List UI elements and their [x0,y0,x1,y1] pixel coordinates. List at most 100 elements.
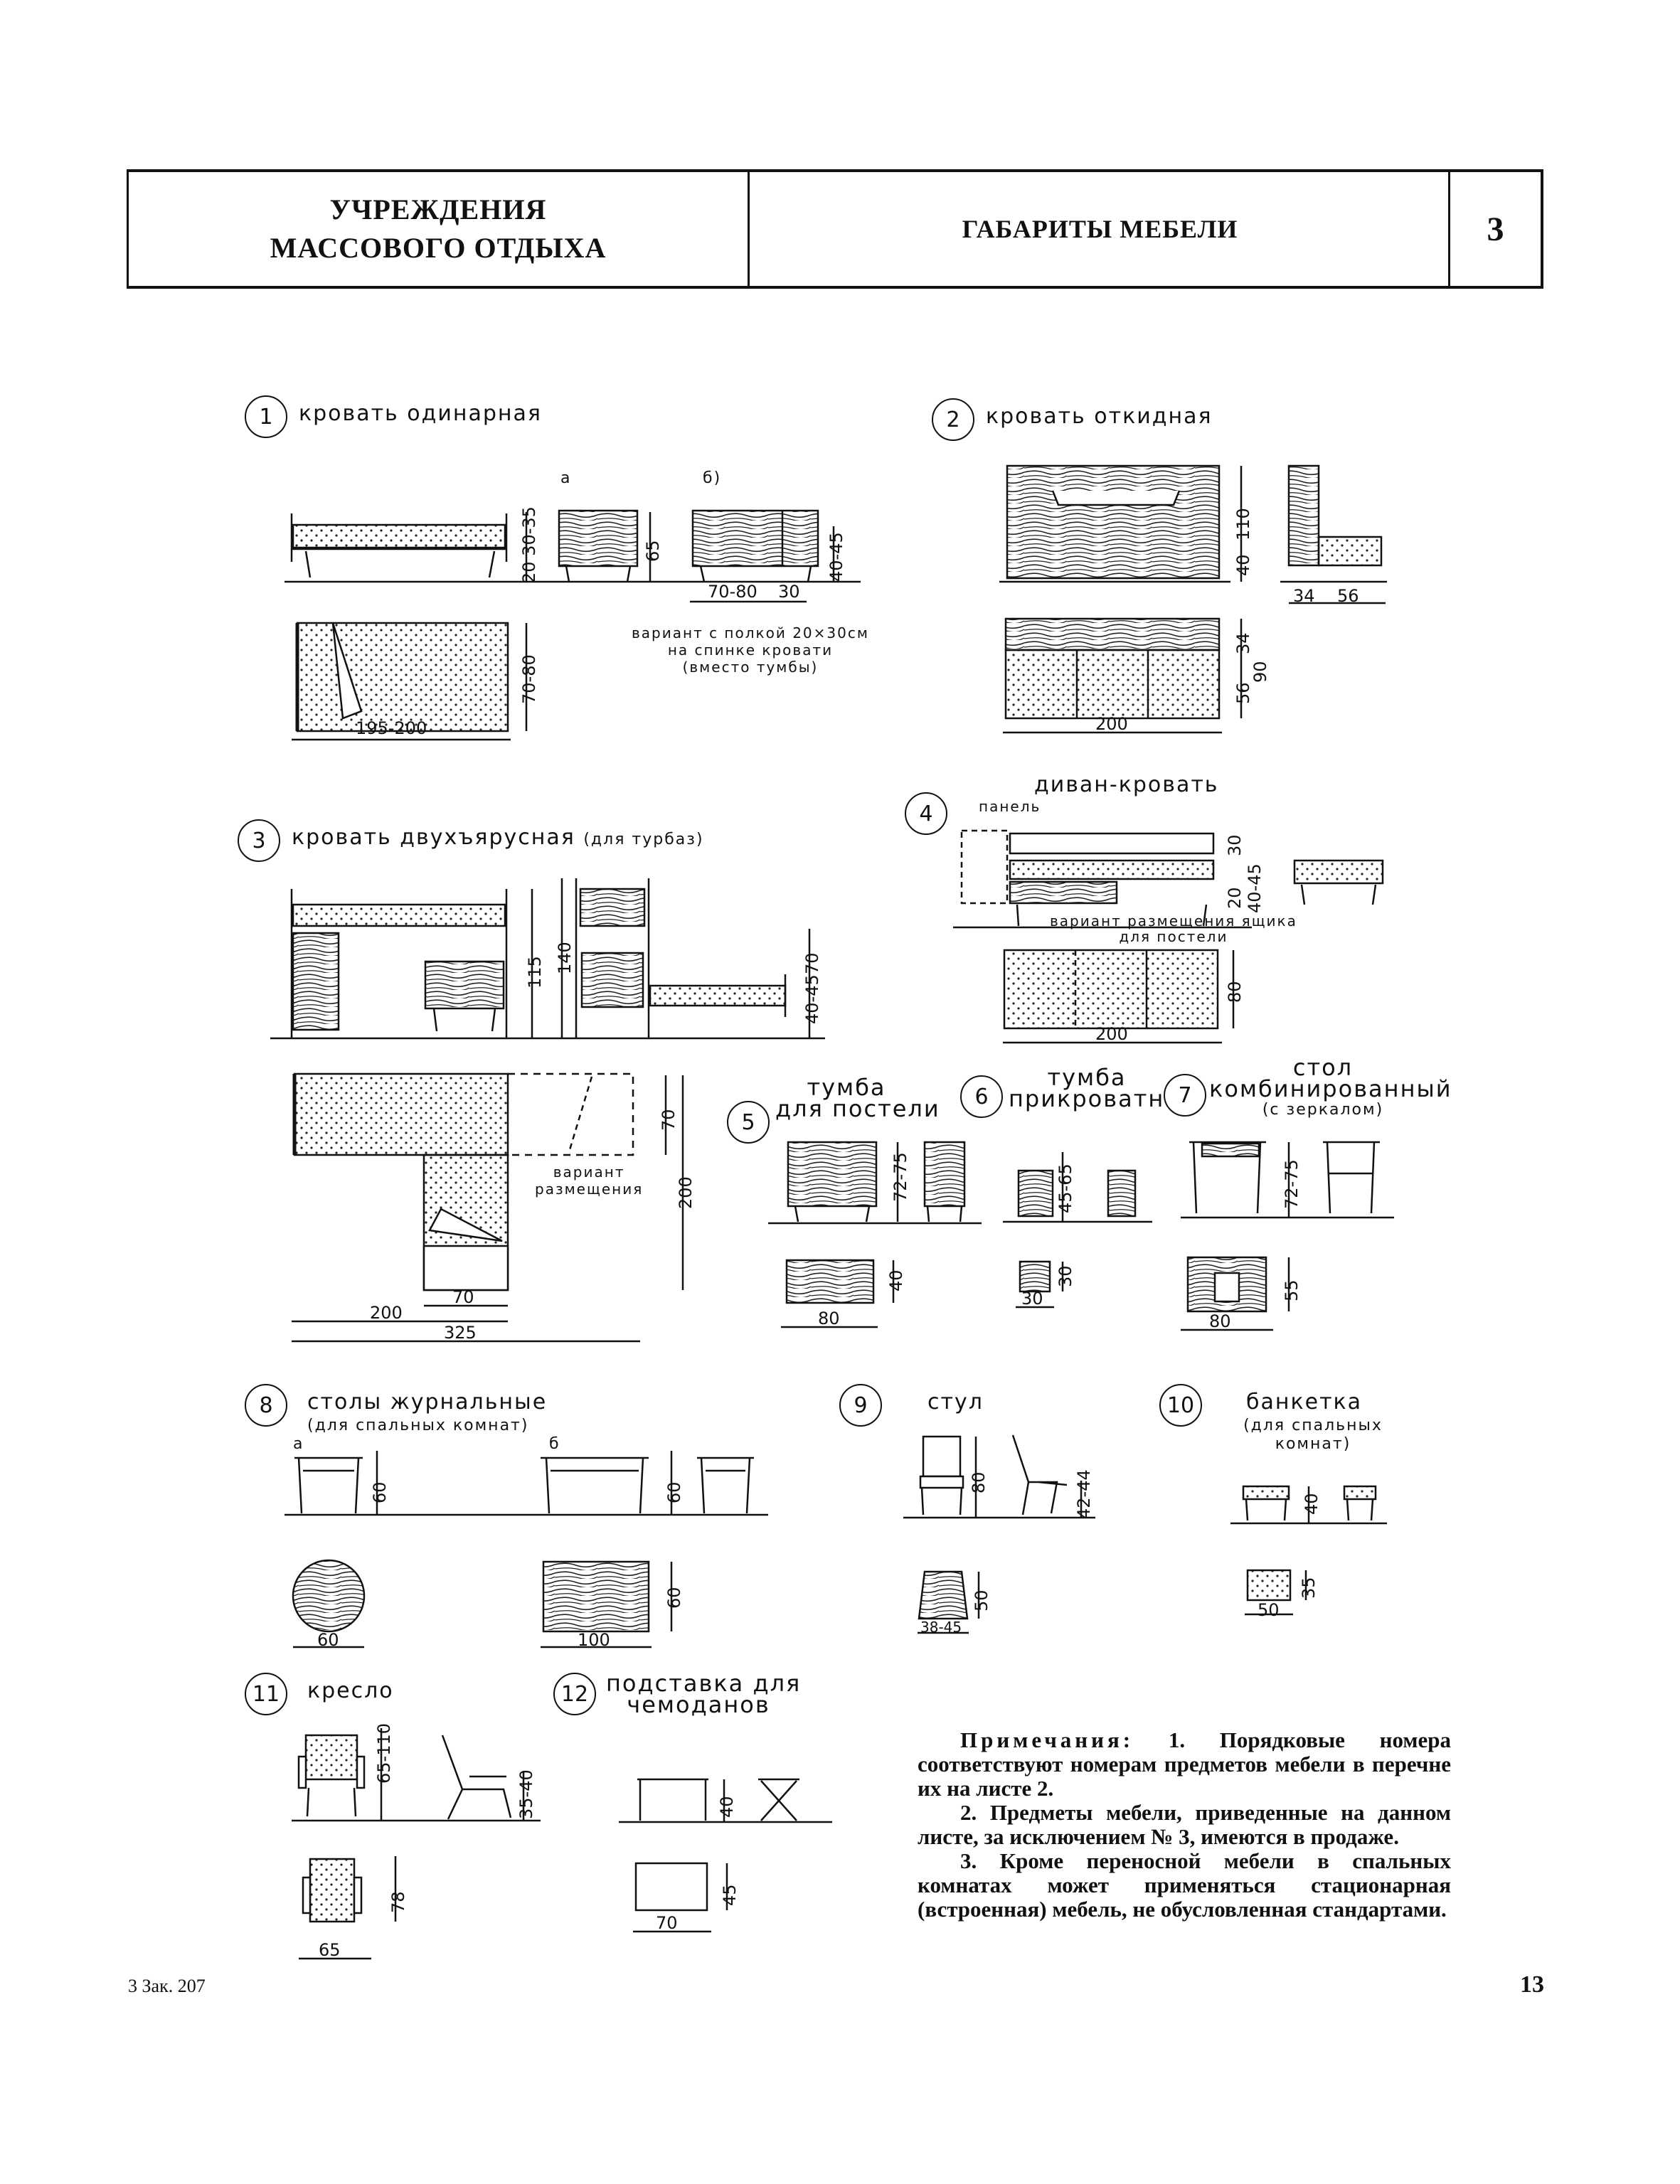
dim-1-c: 40-45 [826,532,846,582]
luggage-stand-front [637,1779,708,1821]
note-1: 1. Порядковые номера соответствуют номер… [918,1727,1452,1801]
item-label-coffee-tables: столы журнальные [307,1390,548,1415]
dim-3-g: 200 [370,1303,403,1323]
institution-title: УЧРЕЖДЕНИЯ МАССОВОГО ОТДЫХА [129,172,748,286]
dim-12-c: 70 [656,1913,678,1933]
dim-11-d: 65 [319,1940,341,1960]
notes-block: Примечания: 1. Порядковые номера соответ… [918,1728,1451,1922]
dim-10-c: 50 [1258,1600,1280,1620]
item-number-9: 9 [839,1384,882,1427]
coffee-table-b [541,1458,754,1513]
chair-front [920,1437,963,1515]
dim-2-b: 40 [1233,554,1253,576]
dim-3-e: 70 [659,1109,679,1131]
dim-9-b: 42-44 [1074,1469,1094,1519]
item-label-single-bed: кровать одинарная [299,401,542,426]
item-label-bench: банкетка [1246,1390,1363,1415]
item-number-10: 10 [1159,1384,1202,1427]
dim-11-a: 65-110 [374,1722,394,1784]
dim-2-d: 56 [1337,586,1359,606]
dim-3-b: 140 [555,942,575,974]
dim-9-d: 38-45 [920,1619,962,1636]
dim-4-e: 200 [1095,1024,1128,1044]
bunk-bed-end [576,878,785,1038]
variant-a-label: а [560,469,572,487]
notes-heading: Примечания: [960,1727,1134,1752]
item-number-12: 12 [553,1673,596,1715]
item-number-5: 5 [727,1101,770,1144]
dim-6-b: 30 [1056,1265,1075,1287]
dim-2-h: 200 [1095,714,1128,734]
nightstand-b [693,511,818,582]
dim-5-a: 72-75 [890,1152,910,1202]
coffee-table-a [294,1458,363,1513]
dim-3-i: 325 [444,1323,477,1343]
page-number: 13 [1520,1971,1544,1998]
title-block: УЧРЕЖДЕНИЯ МАССОВОГО ОТДЫХА ГАБАРИТЫ МЕБ… [127,169,1543,289]
dim-2-f: 90 [1250,661,1270,683]
chair-side [1013,1435,1067,1515]
dim-1-f: 70-80 [519,654,539,704]
dim-3-d: 40-45 [802,974,822,1024]
sheet-number: 3 [1448,172,1541,286]
dim-6-a: 45-65 [1056,1163,1075,1213]
single-bed-side-view [292,513,506,577]
note-2: 2. Предметы мебели, приведенные на данно… [918,1800,1451,1849]
note-3: 3. Кроме переносной мебели в спальных ко… [918,1848,1451,1922]
dim-5-c: 80 [818,1309,840,1328]
dim-5-b: 40 [886,1269,906,1291]
dim-12-b: 45 [720,1884,740,1906]
dim-3-a: 115 [525,956,545,989]
dim-10-a: 40 [1302,1493,1322,1515]
dim-11-b: 35-40 [516,1769,536,1819]
dim-1-e: 30 [778,582,800,602]
combined-table-front [1189,1142,1266,1213]
item-number-11: 11 [245,1673,287,1715]
item-label-armchair: кресло [307,1678,394,1703]
item-label-folding-bed: кровать откидная [986,404,1213,429]
item-label-chair: стул [927,1390,984,1415]
item-number-7: 7 [1164,1074,1206,1117]
institution-line-2: МАССОВОГО ОТДЫХА [270,232,607,264]
dim-3-c: 70 [802,952,822,974]
dim-8-b: 60 [664,1481,684,1503]
luggage-stand-side [758,1779,799,1821]
dim-3-f: 200 [676,1176,696,1209]
armchair-side [442,1735,511,1819]
sheet-title: ГАБАРИТЫ МЕБЕЛИ [748,172,1450,286]
dim-8-a: 60 [370,1481,390,1503]
combined-table-side [1323,1142,1380,1213]
dim-7-a: 72-75 [1282,1159,1302,1209]
item-sublabel-coffee-tables: (для спальных комнат) [307,1417,529,1434]
print-order-mark: 3 Зак. 207 [128,1976,206,1996]
item-number-3: 3 [238,819,280,862]
folding-bed-side [1280,466,1387,582]
dim-12-a: 40 [717,1796,737,1818]
dim-1-b: 65 [643,540,663,562]
dim-4-b: 20 [1225,887,1245,909]
dim-9-a: 80 [969,1471,989,1493]
dim-7-c: 80 [1209,1311,1231,1331]
item-number-4: 4 [905,792,947,835]
sofa-bed-side [962,831,1213,926]
dim-8-e: 100 [578,1630,610,1650]
institution-line-1: УЧРЕЖДЕНИЯ [329,193,547,225]
dim-1-d: 70-80 [708,582,757,602]
variant-a-label-8: а [293,1435,304,1453]
folding-bed-front [999,466,1230,582]
dim-2-a: 110 [1233,508,1253,540]
dim-8-c: 60 [317,1630,339,1650]
item-label-sofa-bed: диван-кровать [1034,772,1219,797]
variant-b-label-8: б [549,1435,560,1453]
dim-11-c: 78 [388,1891,408,1913]
item-number-6: 6 [960,1075,1003,1118]
item-number-8: 8 [245,1384,287,1427]
dim-2-c: 34 [1293,586,1315,606]
